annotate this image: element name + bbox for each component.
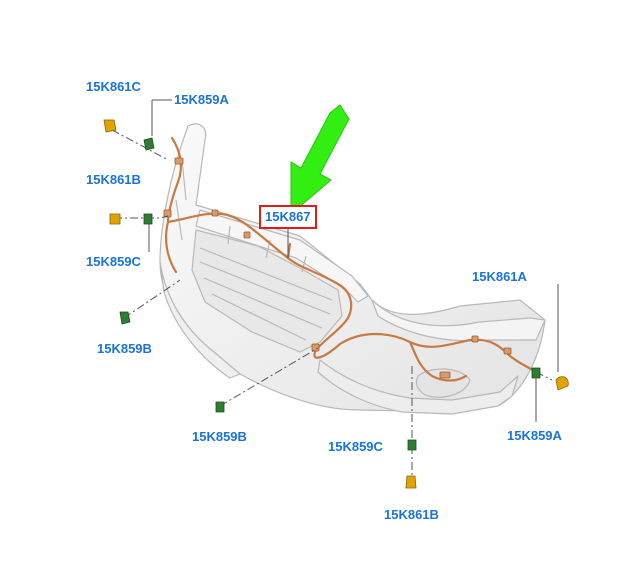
label-15k867-highlighted[interactable]: 15K867 [259, 205, 317, 229]
sensor-clip-icon [119, 137, 541, 451]
label-15k859a-right[interactable]: 15K859A [507, 428, 562, 443]
bumper-cover [159, 123, 546, 415]
parking-sensor-icon [103, 119, 569, 489]
label-15k861b-left[interactable]: 15K861B [86, 172, 141, 187]
label-15k859b-left[interactable]: 15K859B [97, 341, 152, 356]
label-15k861b-bottom[interactable]: 15K861B [384, 507, 439, 522]
label-15k859b-center[interactable]: 15K859B [192, 429, 247, 444]
label-15k859c-bottom[interactable]: 15K859C [328, 439, 383, 454]
label-15k859c-left[interactable]: 15K859C [86, 254, 141, 269]
label-15k861a-right[interactable]: 15K861A [472, 269, 527, 284]
label-15k861c-top[interactable]: 15K861C [86, 79, 141, 94]
label-15k859a-top[interactable]: 15K859A [174, 92, 229, 107]
green-arrow-icon [290, 104, 350, 216]
harness-connectors [163, 157, 512, 379]
